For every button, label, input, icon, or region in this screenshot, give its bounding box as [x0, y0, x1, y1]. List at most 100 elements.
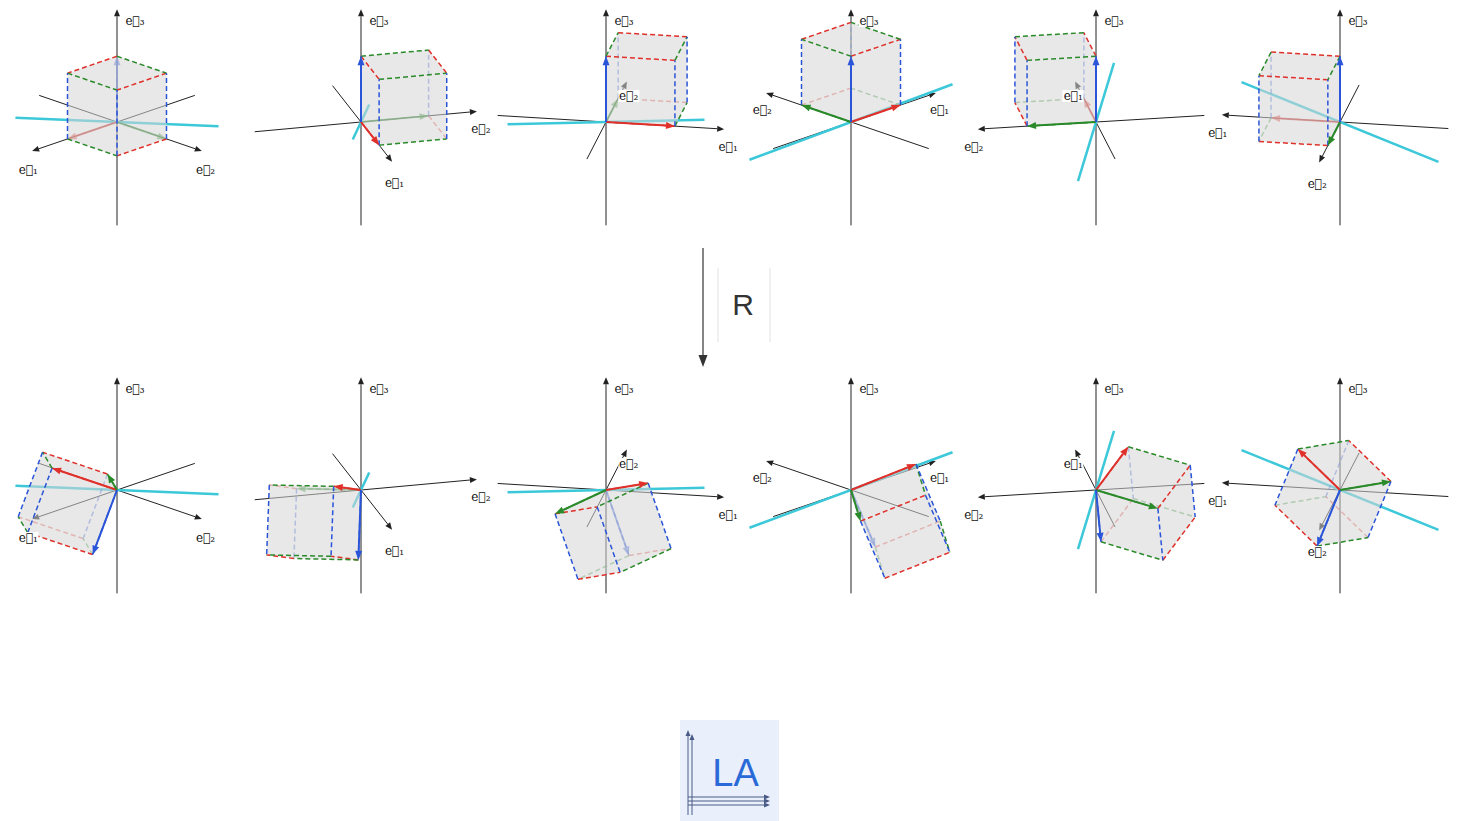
axis-arrow-head	[1093, 9, 1099, 16]
cube-edge	[1027, 56, 1096, 60]
basis-vector-head	[355, 551, 362, 560]
axis-arrow-head	[385, 154, 392, 161]
axis-arrow-head	[978, 494, 985, 500]
axis-arrow-head	[717, 126, 724, 132]
cube-edge	[851, 464, 916, 490]
axis-label: e⃗₂	[470, 491, 491, 503]
cube-face	[1015, 33, 1096, 61]
cube-edge	[578, 572, 620, 579]
negative-axis	[361, 122, 362, 225]
cube-edge	[166, 73, 168, 139]
negative-axis	[851, 122, 852, 225]
axis-arrow	[117, 490, 195, 517]
basis-vector	[1332, 122, 1340, 138]
negative-axis	[117, 463, 195, 490]
cube-edge	[379, 73, 447, 79]
cube-edge	[1328, 56, 1340, 80]
cube-edge	[361, 56, 379, 79]
cube-edge	[117, 56, 166, 73]
cube-edge	[1128, 447, 1190, 465]
basis-vector	[851, 467, 908, 490]
rotated-panel	[978, 377, 1205, 593]
cube-edge	[1271, 52, 1340, 56]
axis-arrow-head	[358, 377, 364, 384]
cube-edge	[861, 521, 885, 578]
axis-arrow-head	[848, 377, 854, 384]
basis-vector-head	[855, 512, 862, 522]
axis-label: e⃗₂	[470, 123, 491, 135]
logo-box: LA	[680, 720, 779, 821]
axis-label: e⃗₁	[384, 177, 405, 189]
cube-edge	[1084, 33, 1096, 57]
axis-arrow-head	[1093, 377, 1099, 384]
cube-edge	[269, 485, 333, 486]
axis-arrow-head	[1222, 480, 1229, 486]
basis-vector	[851, 108, 892, 122]
cube-edge	[885, 552, 950, 578]
basis-vector	[61, 471, 117, 490]
axis-label: e⃗₃	[124, 15, 145, 27]
axis-arrow-head	[358, 9, 364, 16]
axis-label: e⃗₁	[718, 509, 739, 521]
divider-line	[718, 268, 719, 342]
cube-edge	[648, 483, 671, 548]
cube-edge	[900, 39, 902, 105]
basis-vector-head	[848, 56, 855, 65]
cube-edge	[68, 73, 117, 90]
cube-edge	[1317, 490, 1340, 546]
cube-edge	[331, 486, 334, 556]
cube-edge	[606, 33, 618, 57]
cube-edge	[851, 39, 900, 56]
logo-arrow	[692, 740, 693, 815]
basis-vector	[605, 65, 607, 122]
cube-edge	[851, 105, 900, 122]
cube-face	[379, 73, 447, 145]
basis-vector-head	[891, 105, 901, 112]
axis-arrow	[361, 490, 388, 524]
cube-edge	[620, 549, 671, 573]
axis-label: e⃗₁	[384, 545, 405, 557]
axis-label: e⃗₂	[1307, 546, 1328, 558]
axis-label: e⃗₃	[858, 383, 879, 395]
logo-arrow-head	[764, 795, 770, 800]
rotated-panel	[1222, 377, 1449, 593]
cube-edge	[1158, 465, 1190, 508]
negative-axis	[851, 490, 852, 593]
axis-label: e⃗₁	[1063, 90, 1084, 102]
cube-edge	[674, 60, 676, 126]
cube-edge	[379, 139, 447, 145]
axis-arrow-head	[1337, 377, 1343, 384]
basis-vector	[359, 490, 361, 551]
cube-face	[1259, 76, 1328, 146]
cube-edge	[67, 73, 69, 139]
basis-vector	[810, 108, 851, 122]
axis-label: e⃗₁	[929, 104, 950, 116]
cube-edge	[28, 468, 52, 533]
axis-arrow	[606, 384, 607, 490]
original-panel	[498, 9, 725, 225]
basis-vector-head	[52, 468, 62, 475]
cube-edge	[597, 507, 620, 572]
negative-axis	[1340, 85, 1359, 122]
axis-arrow-head	[766, 460, 774, 466]
basis-vector	[1095, 65, 1097, 122]
axis-label: e⃗₂	[1307, 178, 1328, 190]
axis-label: e⃗₁	[18, 532, 39, 544]
axis-label: e⃗₃	[1347, 15, 1368, 27]
negative-axis	[498, 483, 606, 490]
axis-arrow-head	[1319, 155, 1325, 163]
basis-vector	[96, 490, 117, 546]
map-arrow	[702, 248, 703, 357]
original-panel	[749, 9, 952, 225]
axis-label: e⃗₁	[929, 472, 950, 484]
basis-vector-head	[802, 105, 812, 112]
cube-edge	[1096, 490, 1158, 508]
basis-vector-head	[1027, 122, 1036, 129]
logo-arrow	[688, 801, 764, 802]
axis-arrow-head	[621, 450, 627, 458]
negative-axis	[255, 122, 361, 132]
axis-arrow	[1096, 16, 1097, 122]
negative-axis	[1096, 490, 1097, 593]
cube-edge	[1015, 103, 1027, 127]
cube-edge	[52, 468, 117, 490]
